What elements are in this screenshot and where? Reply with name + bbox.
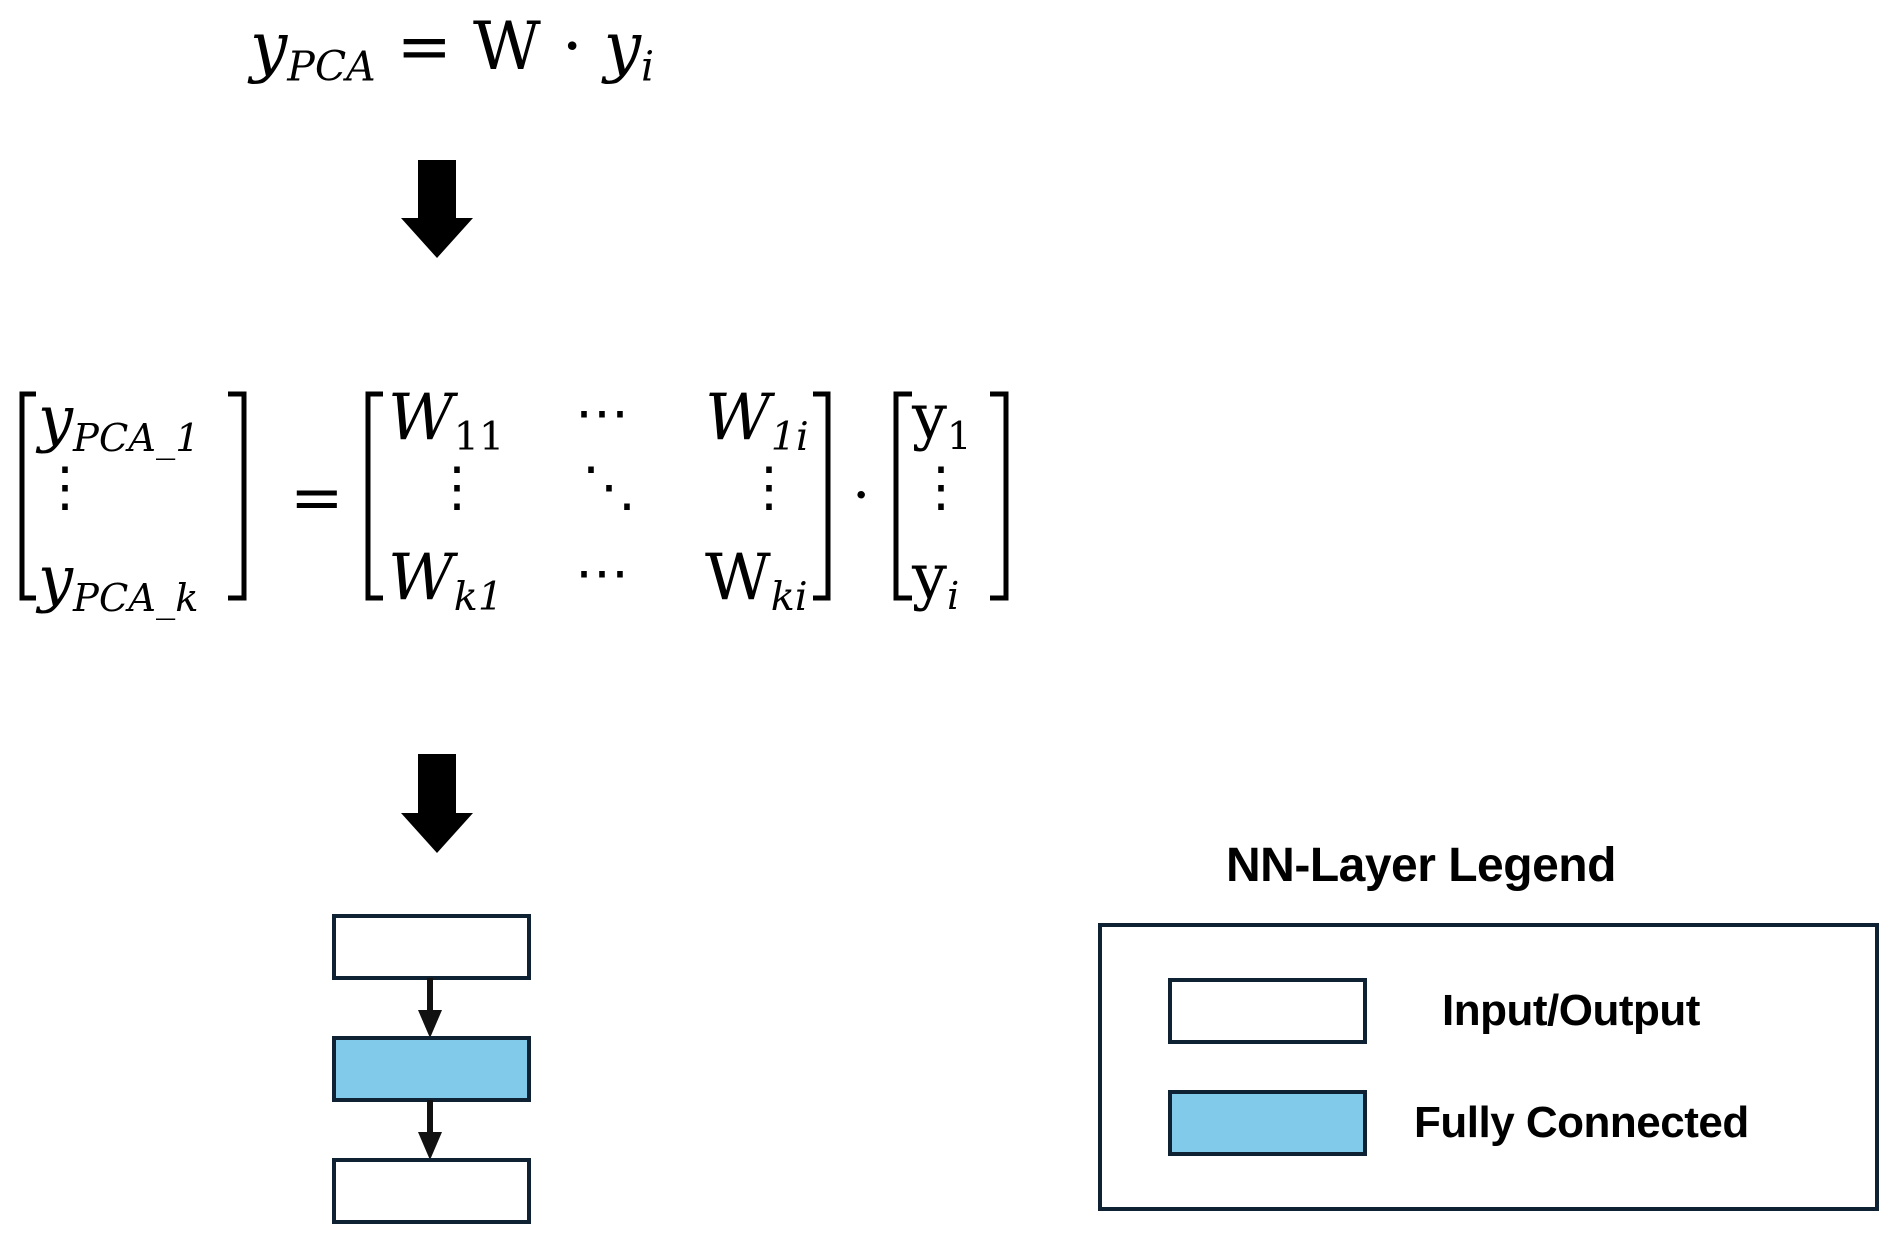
vertical-ellipsis: ⋮ [742,455,796,518]
connector-arrowhead-icon [418,1010,442,1038]
matrix-cell-r3c2: ⋯ [575,546,629,600]
lhs-vector-row-1: yPCA_1 [38,388,200,458]
input-sub: 1 [947,413,972,459]
diagonal-ellipsis: ⋱ [582,455,636,518]
input-symbol: y [912,380,948,453]
lhs-left-bracket [19,391,36,601]
eq-lhs-sub: PCA [287,42,376,91]
lhs-symbol: y [38,542,74,615]
eq-weight: W [472,8,541,85]
input-vector-row-1: y1 [912,386,971,456]
matrix-cell-r1c3: W1i [705,386,809,458]
matrix-cell-r3c1: Wk1 [388,546,503,618]
matrix-left-bracket [365,391,383,601]
input-right-bracket [990,391,1009,601]
input-left-bracket [893,391,912,601]
input-vector-row-2: ⋮ [914,460,968,514]
network-layer-fully-connected [332,1036,531,1102]
legend-title: NN-Layer Legend [1226,839,1616,892]
matrix-cell-r3c3: Wki [705,546,808,618]
vertical-ellipsis: ⋮ [914,455,968,518]
cell-sub: 1i [770,414,809,461]
matrix-dot: · [852,461,871,529]
eq-lhs-symbol: y [250,8,288,85]
lhs-sub: PCA_k [73,575,199,621]
down-arrow-icon [401,754,473,853]
eq-rhs-symbol: y [603,8,642,85]
eq-dot: · [561,8,583,85]
legend-swatch-input-output [1168,978,1367,1044]
legend-label-fully-connected: Fully Connected [1414,1098,1749,1147]
cell-sub: k1 [453,574,504,621]
lhs-vector-row-3: yPCA_k [38,548,199,618]
vertical-ellipsis: ⋮ [38,455,92,518]
matrix-cell-r2c3: ⋮ [742,460,796,514]
legend-label-input-output: Input/Output [1442,986,1700,1035]
matrix-cell-r2c2: ⋱ [582,460,636,514]
input-sub: i [947,573,960,619]
vertical-ellipsis: ⋮ [430,455,484,518]
cell-symbol: W [705,541,771,615]
network-layer-input [332,914,531,980]
cell-symbol: W [388,381,454,455]
matrix-cell-r2c1: ⋮ [430,460,484,514]
lhs-right-bracket [228,391,247,601]
connector-arrowhead-icon [418,1132,442,1160]
cell-sub: 11 [453,414,505,461]
horizontal-ellipsis: ⋯ [575,541,629,604]
top-equation: yPCA = W · yi [250,14,654,87]
lhs-sub: PCA_1 [73,415,200,461]
eq-rhs-sub: i [641,42,655,91]
input-vector-row-3: yi [912,546,959,616]
cell-symbol: W [388,541,454,615]
matrix-cell-r1c1: W11 [388,386,504,458]
horizontal-ellipsis: ⋯ [575,381,629,444]
lhs-vector-row-2: ⋮ [38,460,92,514]
matrix-cell-r1c2: ⋯ [575,386,629,440]
legend-swatch-fully-connected [1168,1090,1367,1156]
cell-sub: ki [770,574,808,621]
eq-equals: = [396,8,452,85]
matrix-equals: = [290,461,344,535]
matrix-right-bracket [813,391,831,601]
input-symbol: y [912,540,948,613]
network-layer-output [332,1158,531,1224]
down-arrow-icon [401,160,473,258]
cell-symbol: W [705,381,771,455]
legend-box [1098,923,1879,1211]
lhs-symbol: y [38,382,74,455]
